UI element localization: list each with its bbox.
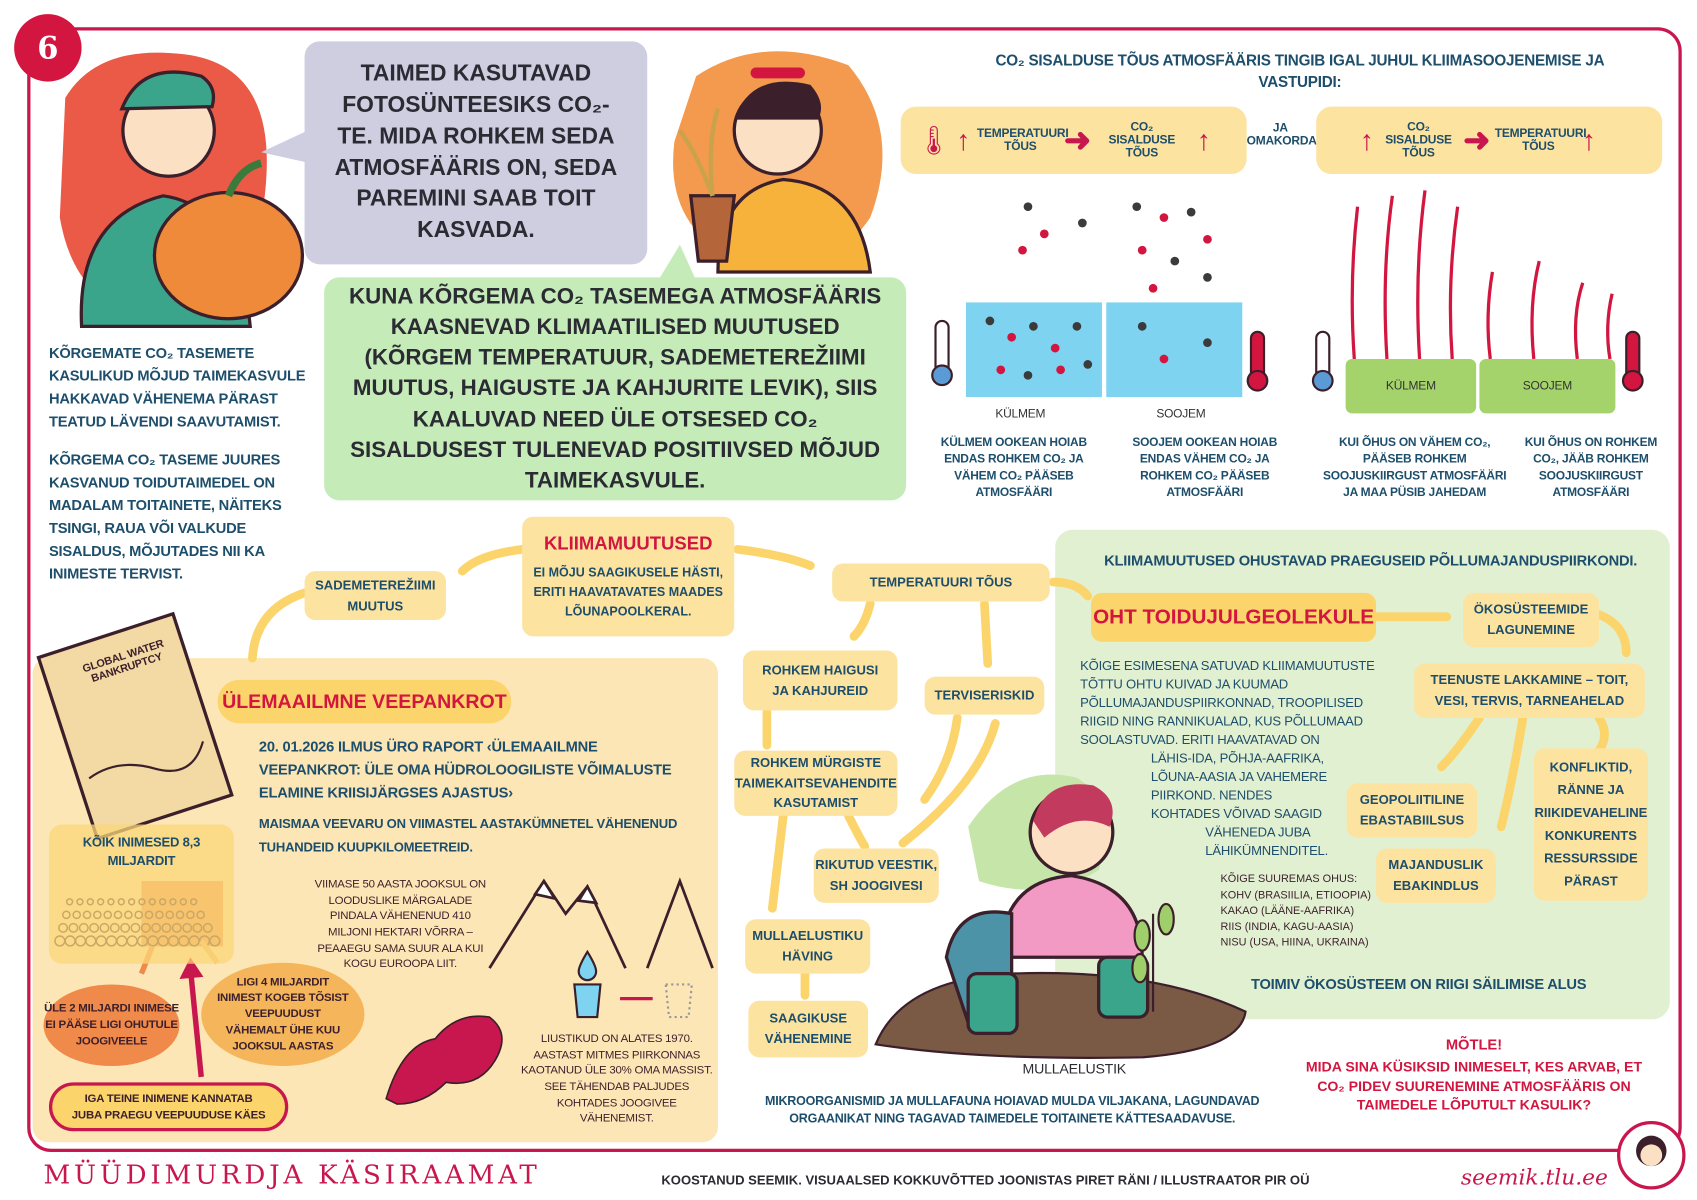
soil-label: MULLAELUSTIK	[1022, 1060, 1127, 1077]
cycle-box-1: 🌡 ↑ TEMPERATUURI TÕUS ➜ CO₂ SISALDUSE TÕ…	[900, 106, 1247, 175]
body-line: PÕLLUMAJANDUSPIIRKONNAD, TROOPILISED	[1080, 695, 1363, 711]
connector-label: JA OMAKORDA	[1246, 121, 1317, 148]
body-line: TÕTTU OHTU KUIVAD JA KUUMAD	[1080, 676, 1289, 692]
glaciers-text: LIUSTIKUD ON ALATES 1970. AASTAST MITMES…	[521, 1032, 713, 1126]
climate-change-box: KLIIMAMUUTUSED EI MÕJU SAAGIKUSELE HÄSTI…	[522, 516, 735, 637]
co2-rise-label-2: CO₂ SISALDUSE TÕUS	[1385, 120, 1452, 160]
all-people-label: KÕIK INIMESED 8,3 MILJARDIT	[82, 834, 201, 868]
every-second-person-pill: IGA TEINE INIMENE KANNATAB JUBA PRAEGU V…	[48, 1082, 289, 1132]
think-question: MIDA SINA KÜSIKSID INIMESELT, KES ARVAB,…	[1305, 1058, 1643, 1113]
right-arrow-icon: ➜	[1463, 122, 1491, 159]
conflicts-box: KONFLIKTID, RÄNNE JA RIIKIDEVAHELINE KON…	[1533, 748, 1649, 901]
soil-life-box: MULLAELUSTIKU HÄVING	[745, 919, 871, 974]
soil-text: MIKROORGANISMID JA MULLAFAUNA HOIAVAD MU…	[765, 1095, 1260, 1126]
climate-change-title: KLIIMAMUUTUSED	[543, 533, 713, 554]
co2-heading: CO₂ SISALDUSE TÕUS ATMOSFÄÄRIS TINGIB IG…	[995, 51, 1605, 91]
services-stop-box: TEENUSTE LAKKAMINE – TOIT, VESI, TERVIS,…	[1414, 663, 1645, 718]
water-pollution-box: RIKUTUD VEESTIK, SH JOOGIVESI	[813, 848, 939, 903]
yield-box: SAAGIKUSE VÄHENEMINE	[748, 1000, 869, 1058]
up-arrow-icon: ↑	[1581, 123, 1596, 157]
co2-rise-label: CO₂ SISALDUSE TÕUS	[1108, 120, 1176, 160]
up-arrow-icon: ↑	[956, 123, 971, 157]
speech-bubble: TAIMED KASUTAVAD FOTOSÜNTEESIKS CO₂-TE. …	[304, 41, 648, 265]
body-line: RIIGID NING RANNIKUALAD, KUS PÕLLUMAAD	[1080, 713, 1363, 729]
un-report-text: 20. 01.2026 ILMUS ÜRO RAPORT ‹ÜLEMAAILMN…	[258, 738, 672, 801]
risk-item: KOHV (BRASIILIA, ETIOOPIA)	[1220, 889, 1372, 902]
ocean-cold-label: KÜLMEM	[995, 407, 1046, 421]
footer-brand: MÜÜDIMURDJA KÄSIRAAMAT	[43, 1159, 541, 1191]
ecosystem-basis-text: TOIMIV ÖKOSÜSTEEM ON RIIGI SÄILIMISE ALU…	[1250, 975, 1587, 993]
left-paragraph-2: KÕRGEMA CO₂ TASEME JUURES KASVANUD TOIDU…	[48, 451, 282, 582]
left-paragraph-1: KÕRGEMATE CO₂ TASEMETE KASULIKUD MÕJUD T…	[48, 344, 306, 430]
caption-more-co2: KUI ÕHUS ON ROHKEM CO₂, JÄÄB ROHKEM SOOJ…	[1524, 436, 1658, 500]
food-security-title: OHT TOIDUJULGEOLEKULE	[1091, 592, 1377, 642]
pesticides-box: ROHKEM MÜRGISTE TAIMEKAITSEVAHENDITE KAS…	[734, 750, 898, 816]
temp-rise-label-2: TEMPERATUURI TÕUS	[1494, 127, 1587, 154]
risk-item: NISU (USA, HIINA, UKRAINA)	[1220, 936, 1369, 949]
body-line: LÄHIKÜMNENDITEL.	[1205, 843, 1329, 859]
green-callout: KUNA KÕRGEMA CO₂ TASEMEGA ATMOSFÄÄRIS KA…	[324, 277, 907, 501]
risk-list: KÕIGE SUUREMAS OHUS: KOHV (BRASIILIA, ET…	[1221, 872, 1372, 951]
food-body-text: KÕIGE ESIMESENA SATUVAD KLIIMAMUUTUSTE T…	[1080, 657, 1406, 861]
temp-rise-label: TEMPERATUURI TÕUS	[976, 127, 1069, 154]
body-line: VÄHENEDA JUBA	[1205, 824, 1311, 841]
page-number-badge: 6	[14, 14, 82, 82]
risk-title: KÕIGE SUUREMAS OHUS:	[1220, 873, 1358, 886]
up-arrow-icon: ↑	[1196, 123, 1211, 157]
body-line: SOOLASTUVAD. ERITI HAAVATAVAD ON	[1080, 732, 1320, 748]
precipitation-box: SADEMETEREŽIIMI MUUTUS	[304, 571, 446, 621]
thermometer-icon: 🌡	[915, 123, 952, 157]
caption-warm-ocean: SOOJEM OOKEAN HOIAB ENDAS VÄHEM CO₂ JA R…	[1132, 436, 1278, 500]
page-frame	[27, 27, 1682, 1152]
up-arrow-icon: ↑	[1359, 123, 1374, 157]
caption-cold-ocean: KÜLMEM OOKEAN HOIAB ENDAS ROHKEM CO₂ JA …	[940, 436, 1087, 500]
water-bankruptcy-title: ÜLEMAAILMNE VEEPANKROT	[217, 679, 512, 724]
footer-credits: KOOSTANUD SEEMIK. VISUAALSED KOKKUVÕTTED…	[661, 1172, 1310, 1188]
all-people-box	[48, 824, 234, 964]
cycle-box-2: ↑ CO₂ SISALDUSE TÕUS ➜ TEMPERATUURI TÕUS…	[1316, 106, 1663, 175]
diseases-box: ROHKEM HAIGUSI JA KAHJUREID	[742, 650, 898, 711]
temperature-box: TEMPERATUURI TÕUS	[832, 563, 1050, 602]
risk-item: RIIS (INDIA, KAGU-AASIA)	[1220, 920, 1354, 933]
body-line: KÕIGE ESIMESENA SATUVAD KLIIMAMUUTUSTE	[1080, 658, 1375, 674]
no-safe-water-bubble: ÜLE 2 MILJARDI INIMESE EI PÄÄSE LIGI OHU…	[43, 984, 180, 1067]
water-shortage-bubble: LIGI 4 MILJARDIT INIMEST KOGEB TÕSIST VE…	[201, 962, 365, 1067]
think-title: MÕTLE!	[1445, 1036, 1503, 1053]
climate-change-text: EI MÕJU SAAGIKUSELE HÄSTI, ERITI HAAVATA…	[533, 567, 724, 620]
food-heading: KLIIMAMUUTUSED OHUSTAVAD PRAEGUSEID PÕLL…	[1104, 552, 1638, 569]
body-line: LÄHIS-IDA, PÕHJA-AAFRIKA,	[1150, 750, 1324, 766]
ground-warm: SOOJEM	[1479, 358, 1616, 414]
ocean-warm-label: SOOJEM	[1156, 407, 1206, 421]
right-arrow-icon: ➜	[1063, 122, 1092, 159]
body-line: KOHTADES VÕIVAD SAAGID	[1150, 806, 1322, 822]
caption-less-co2: KUI ÕHUS ON VÄHEM CO₂, PÄÄSEB ROHKEM SOO…	[1323, 436, 1507, 500]
footer-website-link[interactable]: seemik.tlu.ee	[1460, 1163, 1608, 1191]
ecosystem-collapse-box: ÖKOSÜSTEEMIDE LAGUNEMINE	[1463, 592, 1600, 648]
body-line: LÕUNA-AASIA JA VAHEMERE	[1150, 769, 1328, 785]
water-reserves-text: MAISMAA VEEVARU ON VIIMASTEL AASTAKÜMNET…	[258, 815, 678, 855]
economic-box: MAJANDUSLIK EBAKINDLUS	[1376, 848, 1496, 903]
body-line: PIIRKOND. NENDES	[1150, 787, 1273, 804]
ground-cold: KÜLMEM	[1345, 358, 1477, 414]
wetlands-text: VIIMASE 50 AASTA JOOKSUL ON LOODUSLIKE M…	[314, 877, 486, 971]
risk-item: KAKAO (LÄÄNE-AAFRIKA)	[1220, 905, 1355, 918]
health-risks-box: TERVISERISKID	[924, 676, 1045, 715]
geopolitical-box: GEOPOLIITILINE EBASTABIILSUS	[1346, 783, 1478, 838]
